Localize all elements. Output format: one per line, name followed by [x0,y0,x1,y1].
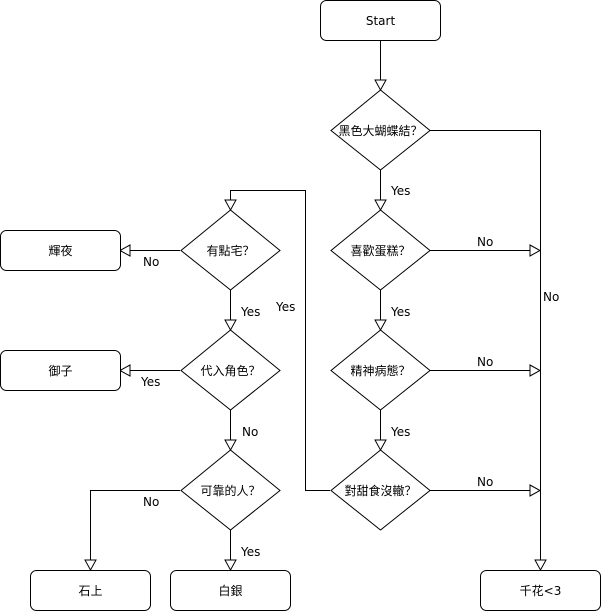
node-label: 精神病態？ [350,363,410,378]
result-ishigami[interactable]: 石上 [30,570,151,611]
edge-label-no: No [477,355,493,369]
edge-label-no: No [477,475,493,489]
edge-label-yes: Yes [390,305,410,319]
edge-reliable-no [90,490,180,560]
edge-label-no: No [543,290,559,304]
decision-shape [180,209,281,291]
arrowhead [374,439,387,452]
node-label: 喜歡蛋糕？ [350,243,410,258]
arrowhead [374,79,387,92]
decision-otaku[interactable]: 有點宅？ [180,209,281,291]
terminal-shape [320,0,441,41]
arrowhead [374,319,387,332]
node-label: 石上 [78,584,102,598]
node-label: Start [366,14,396,28]
node-label: 有點宅？ [206,243,254,258]
node-label: 黑色大蝴蝶結？ [338,123,422,138]
decision-sweets[interactable]: 對甜食沒轍？ [330,449,431,531]
edge-label-yes: Yes [275,300,295,314]
arrowhead [529,244,542,257]
arrowhead [118,364,131,377]
decision-shape [330,89,431,171]
result-chika[interactable]: 千花<3 [480,570,601,611]
edge-label-yes: Yes [240,305,260,319]
arrowhead [529,364,542,377]
decision-shape [180,329,281,411]
decision-like-cake[interactable]: 喜歡蛋糕？ [330,209,431,291]
edge-label-yes: Yes [240,545,260,559]
decision-mental[interactable]: 精神病態？ [330,329,431,411]
decision-shape [330,329,431,411]
arrowhead [224,559,237,572]
node-start[interactable]: Start [320,0,441,41]
arrowhead [374,199,387,212]
terminal-shape [0,350,121,391]
arrowhead [84,559,97,572]
arrowhead [224,439,237,452]
decision-reliable[interactable]: 可靠的人？ [180,449,281,531]
node-label: 對甜食沒轍？ [344,483,416,498]
node-label: 可靠的人？ [200,483,260,498]
edge-label-no: No [143,255,159,269]
node-label: 白銀 [218,583,242,598]
arrowhead [529,484,542,497]
edge-sweets-yes [230,190,330,491]
decision-shape [330,209,431,291]
result-shirogane[interactable]: 白銀 [170,570,291,611]
decision-black-bow[interactable]: 黑色大蝴蝶結？ [330,89,431,171]
edge-label-yes: Yes [140,375,160,389]
terminal-shape [0,230,121,271]
node-label: 輝夜 [48,243,72,258]
node-label: 千花<3 [520,583,562,598]
node-label: 御子 [48,363,72,378]
arrowhead [224,319,237,332]
node-label: 代入角色？ [200,364,260,378]
result-kaguya[interactable]: 輝夜 [0,230,121,271]
arrowhead [534,559,547,572]
arrowhead [224,199,237,212]
result-miko[interactable]: 御子 [0,350,121,391]
decision-shape [180,449,281,531]
edge-label-yes: Yes [390,184,410,198]
edge-label-no: No [477,235,493,249]
edge-label-yes: Yes [390,425,410,439]
decision-roleplay[interactable]: 代入角色？ [180,329,281,411]
arrowhead [118,244,131,257]
edge-label-no: No [143,495,159,509]
edge-black-bow-no [430,130,541,560]
decision-shape [330,449,431,531]
edge-label-no: No [242,425,258,439]
